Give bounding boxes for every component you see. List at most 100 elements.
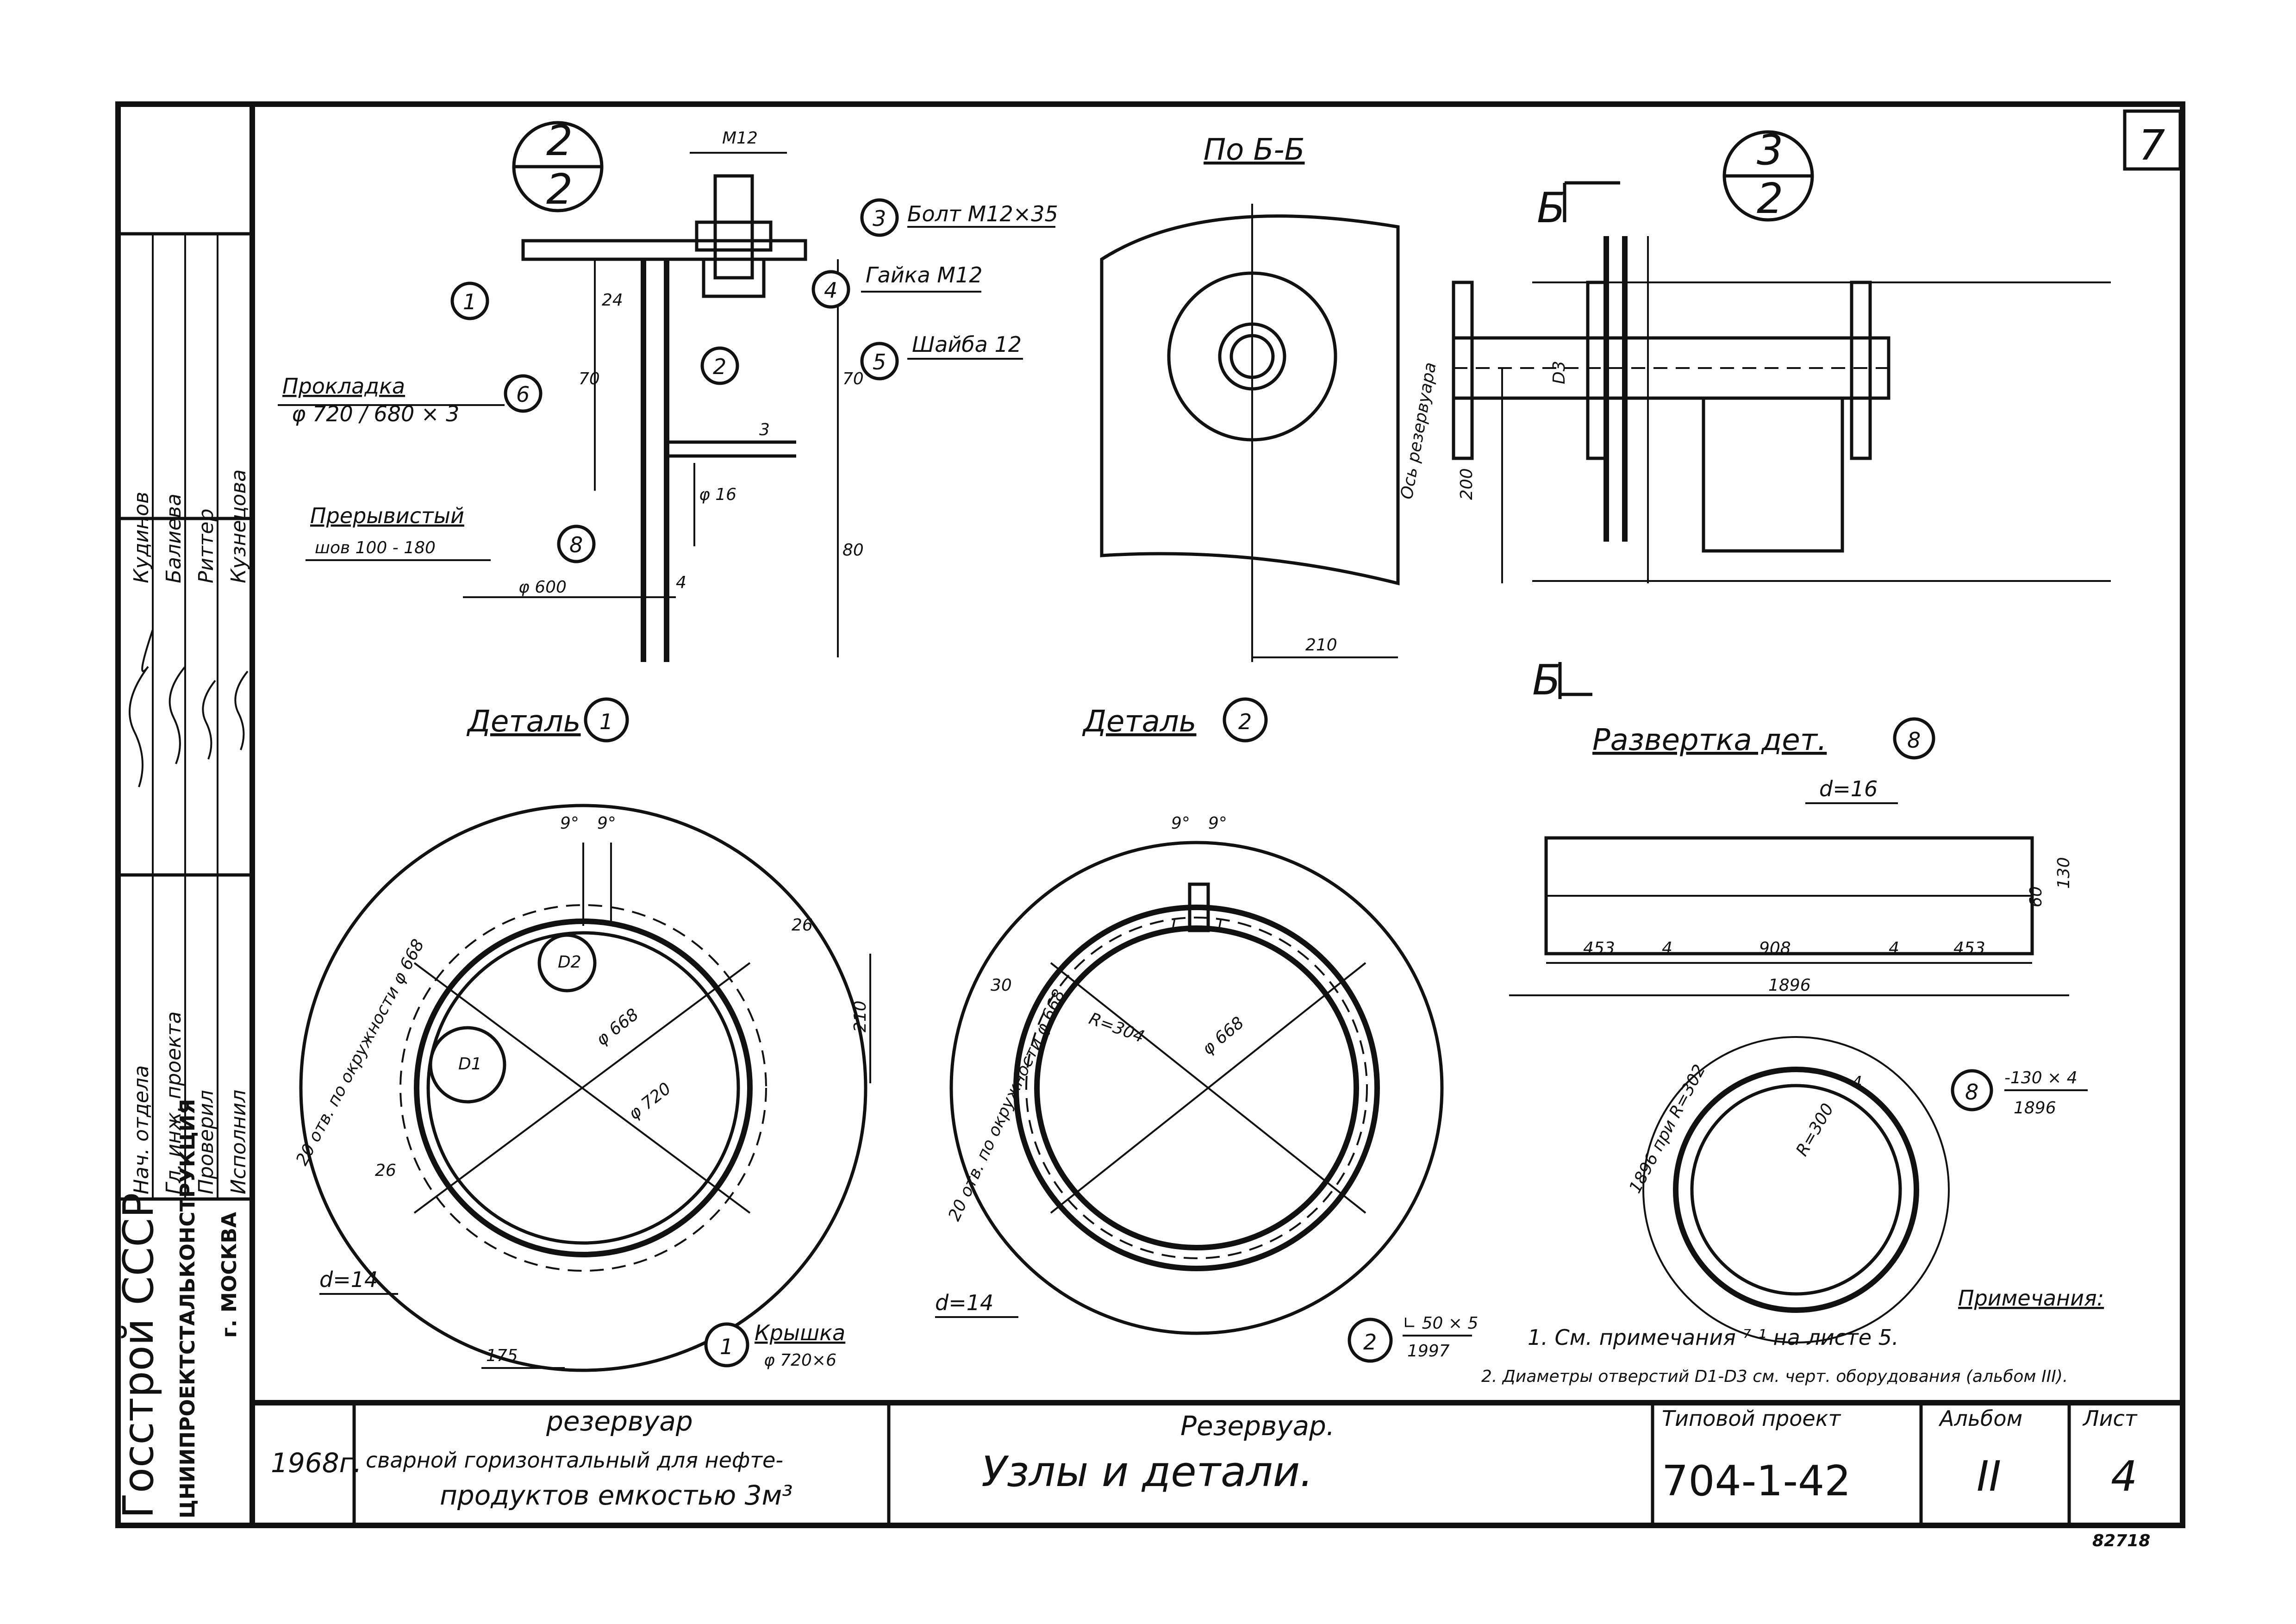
detail1-cover-text: Крышка [755, 1320, 845, 1345]
detail1-cover-num: 1 [720, 1334, 733, 1359]
callout-8-num: 8 [569, 532, 583, 557]
callout-5-text: Шайба 12 [912, 332, 1022, 357]
detail1-d2: D2 [558, 953, 581, 972]
detail2-i1: I [1171, 916, 1176, 935]
dim-70b: 70 [842, 369, 864, 388]
view-bb: По Б-Б 210 Ось резервуара [1100, 133, 1440, 662]
detail2-num: 2 [1238, 709, 1252, 734]
detail1-d26b: 26 [375, 1161, 396, 1180]
detail1-d26a: 26 [792, 916, 813, 935]
callout-4-num: 4 [824, 278, 837, 303]
cut-mark-bottom: Б [1532, 656, 1561, 705]
dev-seg-1: 453 [1583, 939, 1615, 958]
detail1-title: Деталь [466, 705, 581, 739]
detail2-i2: I [1217, 916, 1223, 935]
detail1-d210: 210 [851, 1000, 870, 1032]
cut-mark-top: Б [1537, 184, 1566, 232]
tb-album-label: Альбом [1938, 1406, 2022, 1431]
notes-title: Примечания: [1958, 1286, 2104, 1311]
tb-album-no: II [1977, 1452, 2001, 1501]
tb-project-no: 704-1-42 [1662, 1457, 1851, 1505]
detail-2: Деталь 2 9° 9° I I 20 отв. по окружности… [935, 697, 1478, 1363]
development-8: Развертка дет. 8 d=16 453 4 908 4 453 18… [1509, 717, 2088, 1343]
detail-1: Деталь 1 D1 D2 9° 9° 20 отв. по окружнос… [293, 697, 871, 1372]
notes: Примечания: 1. См. примечания ⁷ ¹ на лис… [1481, 1286, 2104, 1386]
stamp-name-1: Кудинов [130, 492, 153, 583]
callout-2-num: 2 [713, 354, 726, 379]
corner-number: 7 [2139, 121, 2165, 170]
note-2: 2. Диаметры отверстий D1-D3 см. черт. об… [1481, 1367, 2068, 1386]
stamp-name-2: Балиева [162, 493, 186, 583]
section-3-2-top: 3 [1757, 126, 1783, 175]
stamp-city: г. МОСКВА [218, 1212, 241, 1338]
callout-1-num: 1 [463, 289, 476, 314]
detail1-d175: 175 [486, 1346, 518, 1365]
view-bb-axis: Ось резервуара [1397, 361, 1440, 501]
dev-num: 8 [1907, 728, 1921, 753]
stamp-role-4: Исполнил [227, 1090, 250, 1194]
detail2-hole: d=14 [935, 1290, 993, 1315]
outer-frame [115, 101, 2185, 1528]
section-3-2: 3 2 Б Б 200 D3 [1452, 126, 2111, 705]
detail2-ring-top: ∟ 50 × 5 [1403, 1314, 1478, 1333]
dim-70a: 70 [579, 369, 600, 388]
detail1-d720: φ 720 [625, 1079, 674, 1124]
dev-part-bot: 1896 [2014, 1099, 2056, 1118]
tb-object-1: резервуар [546, 1405, 693, 1437]
detail1-angle2: 9° [597, 814, 616, 833]
side-stamp: Госстрой СССР ЦНИИПРОЕКТСТАЛЬКОНСТРУКЦИЯ… [114, 232, 252, 1518]
dev-seg-5: 453 [1953, 939, 1985, 958]
weld-spec: шов 100 - 180 [315, 538, 436, 557]
dim-16: φ 16 [699, 485, 736, 504]
weld-label: Прерывистый [310, 503, 464, 528]
detail2-ring-num: 2 [1363, 1330, 1377, 1355]
stamp-role-3: Проверил [194, 1090, 218, 1194]
detail1-angle1: 9° [560, 814, 579, 833]
dev-h130: 130 [2054, 857, 2073, 889]
detail2-title: Деталь [1082, 705, 1197, 739]
dev-title: Развертка дет. [1592, 723, 1827, 757]
dim-3: 3 [759, 420, 770, 439]
detail2-angle2: 9° [1208, 814, 1227, 833]
drawing-number: 82718 [2092, 1531, 2150, 1550]
stamp-name-4: Кузнецова [227, 469, 250, 583]
dev-h60: 60 [2027, 886, 2046, 907]
stamp-name-3: Риттер [194, 509, 218, 583]
dev-d16: d=16 [1819, 776, 1878, 801]
dim-24: 24 [602, 291, 623, 310]
callout-6-num: 6 [516, 382, 530, 407]
title-block: 1968г. резервуар сварной горизонтальный … [252, 1400, 2183, 1550]
tb-project-label: Типовой проект [1662, 1406, 1841, 1431]
note-1: 1. См. примечания ⁷ ¹ на листе 5. [1528, 1325, 1899, 1350]
section-2-2-bottom: 2 [546, 165, 573, 214]
dim-80: 80 [842, 541, 864, 560]
signature-1 [129, 629, 154, 787]
detail1-cover-size: φ 720×6 [764, 1351, 836, 1370]
detail2-30: 30 [991, 976, 1012, 995]
dev-part-num: 8 [1965, 1080, 1978, 1105]
signature-3 [202, 680, 216, 760]
view-bb-210: 210 [1305, 636, 1337, 655]
dev-ring-t: 4 [1852, 1073, 1862, 1092]
signature-2 [168, 666, 186, 764]
dev-seg-2: 4 [1662, 939, 1672, 958]
gasket-label: Прокладка [282, 374, 405, 399]
section-3-2-bottom: 2 [1757, 175, 1783, 223]
dev-ring-label: 1896 при R=302 [1626, 1062, 1710, 1196]
tb-sheet-title-2: Узлы и детали. [981, 1448, 1313, 1496]
tb-object-2: сварной горизонтальный для нефте- [366, 1448, 783, 1473]
detail2-angle1: 9° [1171, 814, 1190, 833]
dim-d3: D3 [1550, 361, 1569, 384]
stamp-role-2: Гл. инж. проекта [162, 1012, 186, 1194]
callout-3-text: Болт М12×35 [907, 201, 1058, 226]
detail1-num: 1 [599, 709, 613, 734]
view-bb-title: По Б-Б [1204, 133, 1305, 167]
stamp-org2: ЦНИИПРОЕКТСТАЛЬКОНСТРУКЦИЯ [176, 1099, 200, 1518]
dev-seg-3: 908 [1759, 939, 1791, 958]
dev-seg-4: 4 [1889, 939, 1899, 958]
dim-600: φ 600 [518, 578, 567, 597]
detail2-circle-text: 20 отв. по окружности φ 668 [945, 987, 1069, 1224]
callout-4-text: Гайка М12 [866, 262, 983, 287]
callout-3-num: 3 [873, 206, 886, 231]
